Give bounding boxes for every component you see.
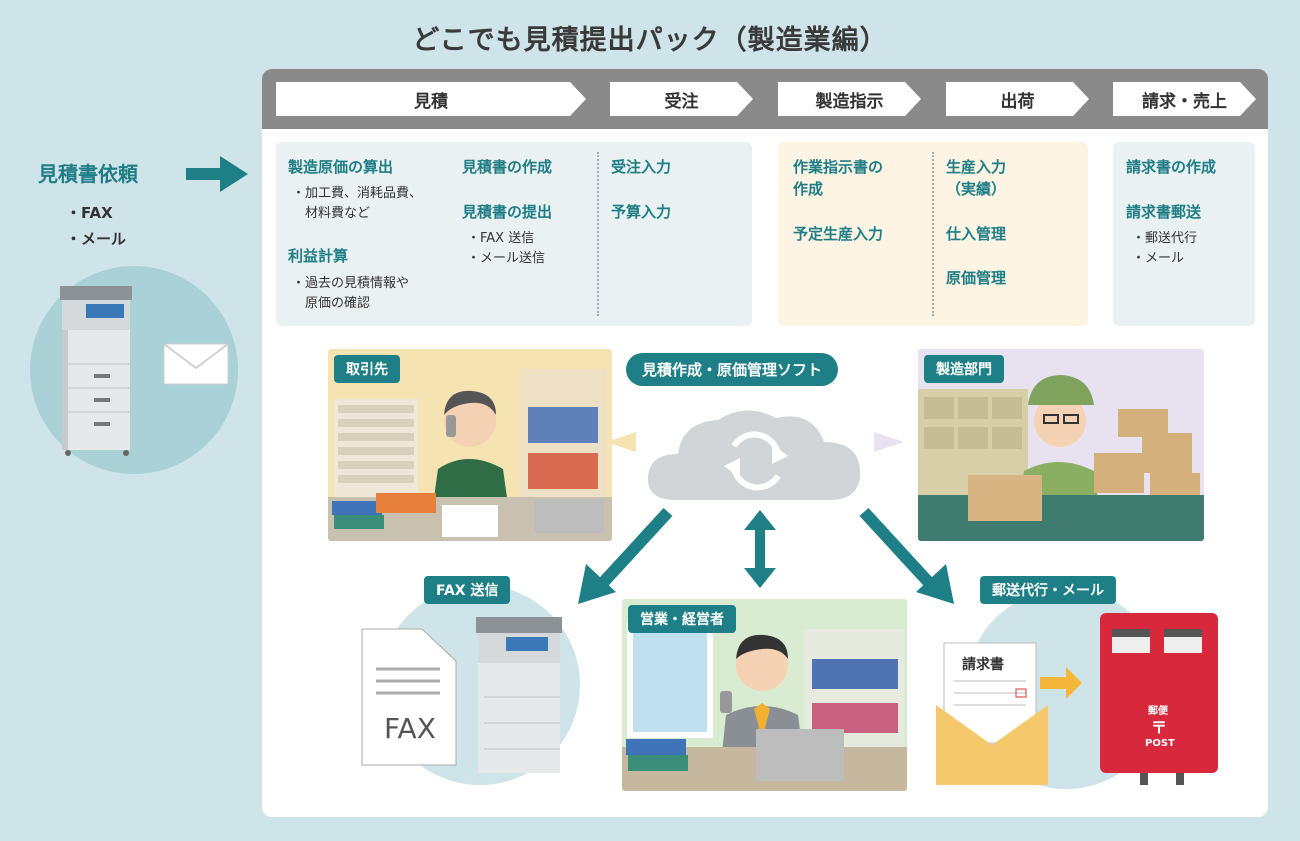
cost-calc-detail-2: 材料費など <box>305 206 371 221</box>
actual-entry-heading-1: 生産入力 <box>946 158 1007 176</box>
estimate-create-heading: 見積書の作成 <box>462 158 553 176</box>
fax-machine-illustration <box>30 266 238 474</box>
step-billing: 請求・売上 <box>1113 82 1256 116</box>
cost-calc-heading: 製造原価の算出 <box>288 158 394 176</box>
sales-illustration <box>622 599 907 791</box>
flow-arrows-icon <box>578 507 954 604</box>
cost-calc-detail-1: ・加工費、消耗品費、 <box>292 186 423 201</box>
software-label: 見積作成・原価管理ソフト <box>626 353 839 386</box>
profit-calc-detail-1: ・過去の見積情報や <box>292 276 410 291</box>
arrow-right-icon <box>186 156 248 192</box>
divider <box>597 152 599 316</box>
step-shipping: 出荷 <box>946 82 1089 116</box>
cloud-icon <box>606 410 904 500</box>
mail-service-label: 郵送代行・メール <box>980 576 1116 604</box>
divider <box>932 152 934 316</box>
order-entry-heading: 受注入力 <box>611 158 672 176</box>
profit-calc-detail-2: 原価の確認 <box>305 296 371 311</box>
postbox-text-2: POST <box>1145 738 1175 749</box>
step-estimate: 見積 <box>276 82 586 116</box>
step-manufacturing: 製造指示 <box>778 82 921 116</box>
client-label: 取引先 <box>334 355 400 383</box>
cost-mgmt-heading: 原価管理 <box>946 269 1007 287</box>
estimate-submit-heading: 見積書の提出 <box>462 203 553 221</box>
invoice-mail-heading: 請求書郵送 <box>1126 203 1202 221</box>
postbox-text-1: 郵便 <box>1148 706 1168 717</box>
estimate-request-title: 見積書依頼 <box>38 162 138 186</box>
invoice-create-heading: 請求書の作成 <box>1126 158 1217 176</box>
request-item-mail: ・メール <box>66 230 127 248</box>
estimate-submit-detail-2: ・メール送信 <box>467 251 546 266</box>
work-order-heading-2: 作成 <box>793 180 824 198</box>
step-order: 受注 <box>610 82 753 116</box>
budget-entry-heading: 予算入力 <box>611 203 672 221</box>
profit-calc-heading: 利益計算 <box>288 247 349 265</box>
plan-entry-heading: 予定生産入力 <box>793 225 884 243</box>
actual-entry-heading-2: （実績） <box>946 180 1007 198</box>
purchase-heading: 仕入管理 <box>946 225 1007 243</box>
invoice-paper-label: 請求書 <box>962 657 1004 673</box>
sales-label: 営業・経営者 <box>628 605 736 633</box>
fax-paper-label: FAX <box>384 712 436 745</box>
estimate-order-box <box>276 142 752 326</box>
invoice-mail-detail-1: ・郵送代行 <box>1132 231 1198 246</box>
invoice-mail-detail-2: ・メール <box>1132 251 1185 266</box>
billing-box <box>1113 142 1255 326</box>
work-order-heading-1: 作業指示書の <box>793 158 884 176</box>
estimate-submit-detail-1: ・FAX 送信 <box>467 231 535 246</box>
mail-service-illustration <box>936 589 1218 789</box>
postbox-mark: 〒 <box>1151 718 1168 737</box>
fax-send-label: FAX 送信 <box>424 576 511 604</box>
factory-label: 製造部門 <box>924 355 1004 383</box>
fax-send-illustration <box>361 585 580 785</box>
request-item-fax: ・FAX <box>66 204 113 222</box>
page-title: どこでも見積提出パック（製造業編） <box>412 25 888 56</box>
